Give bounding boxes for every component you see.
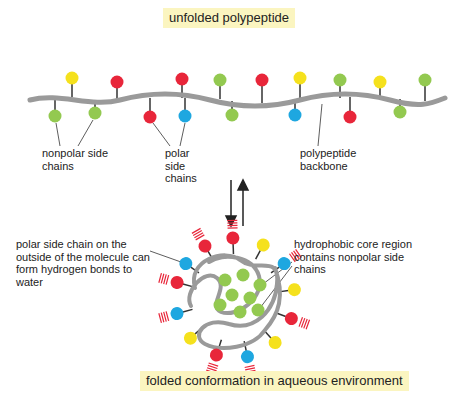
node-text: folded conformation in aqueous environme… [146, 373, 403, 389]
side-chain-circles [49, 72, 432, 124]
annotation-label: nonpolar side chains [42, 147, 114, 172]
annotation-label: hydrophobic core region contains nonpola… [294, 238, 434, 276]
state-label-box: unfolded polypeptide [163, 8, 295, 28]
equilibrium-arrows [226, 180, 248, 226]
node-text: unfolded polypeptide [169, 10, 289, 26]
leader-lines [56, 104, 322, 308]
annotation-label: polar side chain on the outside of the m… [16, 238, 158, 288]
folded-protein [159, 220, 310, 374]
annotation-label: polypeptide backbone [300, 147, 380, 172]
state-label-box: folded conformation in aqueous environme… [140, 371, 409, 391]
annotation-label: polar side chains [165, 147, 205, 185]
polypeptide-backbone [30, 94, 445, 106]
